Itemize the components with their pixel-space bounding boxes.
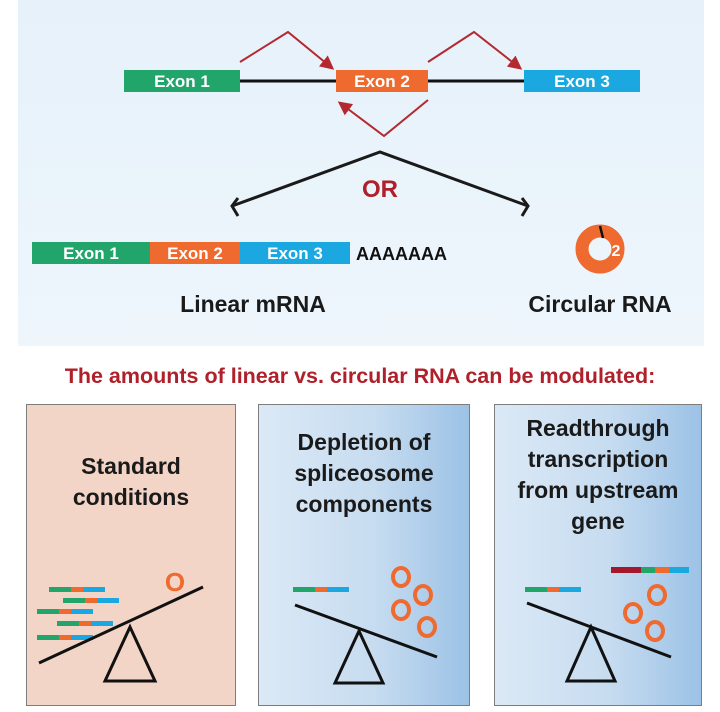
panel-title-line: from upstream bbox=[517, 477, 679, 503]
seesaw-standard: O bbox=[37, 567, 204, 683]
pre-mrna-exon-2-label: Exon 2 bbox=[354, 72, 410, 91]
splice-arrow-exon1-exon2 bbox=[239, 30, 335, 70]
linear-rna-single bbox=[525, 587, 581, 592]
or-label: OR bbox=[362, 176, 398, 203]
panel-title-line: gene bbox=[571, 508, 625, 534]
panel-spliceosome-depletion: Depletion of spliceosome components bbox=[258, 404, 470, 706]
circular-rna-label: Circular RNA bbox=[528, 291, 671, 317]
linear-exon-2 bbox=[150, 242, 240, 264]
top-diagram-panel bbox=[18, 0, 704, 346]
pre-mrna-exon-2 bbox=[336, 70, 428, 92]
splice-arrow-exon2-exon3 bbox=[427, 30, 523, 70]
circular-rna-pile bbox=[391, 566, 437, 638]
seesaw-fulcrum bbox=[332, 627, 386, 685]
readthrough-transcript bbox=[611, 567, 689, 573]
linear-rna-stack bbox=[37, 587, 119, 640]
fork-arrow bbox=[231, 150, 529, 208]
modulation-headline: The amounts of linear vs. circular RNA c… bbox=[64, 364, 656, 388]
pre-mrna-exon-3 bbox=[524, 70, 640, 92]
seesaw-beam bbox=[38, 585, 204, 665]
linear-exon-1-label: Exon 1 bbox=[63, 244, 119, 263]
panel-title-line: conditions bbox=[72, 484, 190, 510]
panel-standard-title: Standard conditions bbox=[27, 451, 235, 513]
circular-rna-pile bbox=[623, 584, 667, 642]
seesaw-beam bbox=[294, 603, 438, 659]
seesaw-readthrough bbox=[525, 567, 689, 683]
seesaw-depletion bbox=[293, 566, 438, 685]
linear-exon-2-label: Exon 2 bbox=[167, 244, 223, 263]
panel-readthrough-transcription: Readthrough transcription from upstream … bbox=[494, 404, 702, 706]
circular-rna-exon-number: 2 bbox=[612, 243, 621, 260]
panel-readthrough-title: Readthrough transcription from upstream … bbox=[495, 413, 701, 537]
panel-title-line: spliceosome bbox=[294, 460, 434, 486]
panel-title-line: Depletion of bbox=[297, 429, 431, 455]
linear-mrna-label: Linear mRNA bbox=[180, 291, 326, 317]
seesaw-beam bbox=[526, 601, 672, 659]
panel-standard-conditions: Standard conditions O bbox=[26, 404, 236, 706]
linear-exon-3-label: Exon 3 bbox=[267, 244, 323, 263]
seesaw-fulcrum bbox=[564, 623, 618, 683]
circular-rna-glyph: O bbox=[165, 567, 185, 597]
panel-depletion-title: Depletion of spliceosome components bbox=[259, 427, 469, 520]
polya-tail: AAAAAAA bbox=[356, 244, 447, 264]
circular-rna-junction bbox=[598, 225, 605, 239]
seesaw-fulcrum bbox=[102, 623, 158, 683]
linear-exon-3 bbox=[240, 242, 350, 264]
panel-title-line: Readthrough bbox=[526, 415, 670, 441]
panel-title-line: Standard bbox=[81, 453, 181, 479]
panel-title-line: components bbox=[295, 491, 433, 517]
panel-title-line: transcription bbox=[527, 446, 669, 472]
backsplice-arrow bbox=[337, 99, 429, 138]
pre-mrna-exon-3-label: Exon 3 bbox=[554, 72, 610, 91]
pre-mrna-exon-1-label: Exon 1 bbox=[154, 72, 210, 91]
linear-exon-1 bbox=[32, 242, 150, 264]
pre-mrna-exon-1 bbox=[124, 70, 240, 92]
linear-rna-single bbox=[293, 587, 349, 592]
